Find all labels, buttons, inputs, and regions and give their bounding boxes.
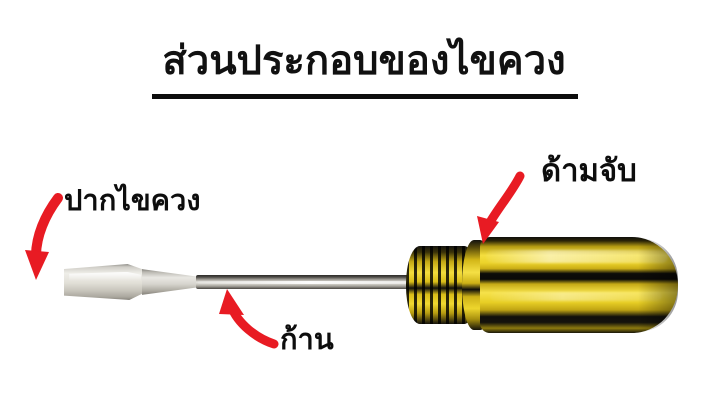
arrow-to-handle-icon (477, 171, 525, 244)
title-underline (152, 94, 578, 99)
blade-taper (142, 269, 204, 295)
page-title: ส่วนประกอบของไขควง (0, 38, 728, 84)
handle-barrel (480, 237, 678, 333)
title-text: ส่วนประกอบของไขควง (162, 38, 566, 84)
arrow-to-shaft-icon (219, 289, 279, 349)
label-screwdriver-tip: ปากไขควง (64, 183, 201, 217)
screwdriver-shaft (196, 275, 424, 289)
label-screwdriver-shaft: ก้าน (280, 322, 334, 356)
screwdriver-handle (406, 237, 678, 333)
handle-ferrule-ribbed (406, 246, 478, 324)
handle-gloss-lower (490, 292, 662, 301)
arrow-to-tip-icon (25, 193, 63, 280)
handle-ferrule-cap (462, 240, 492, 330)
label-screwdriver-handle: ด้ามจับ (541, 153, 637, 189)
shaft-highlight (198, 281, 420, 284)
handle-gloss-upper (486, 250, 668, 263)
handle-end-cap-shading (638, 238, 678, 332)
